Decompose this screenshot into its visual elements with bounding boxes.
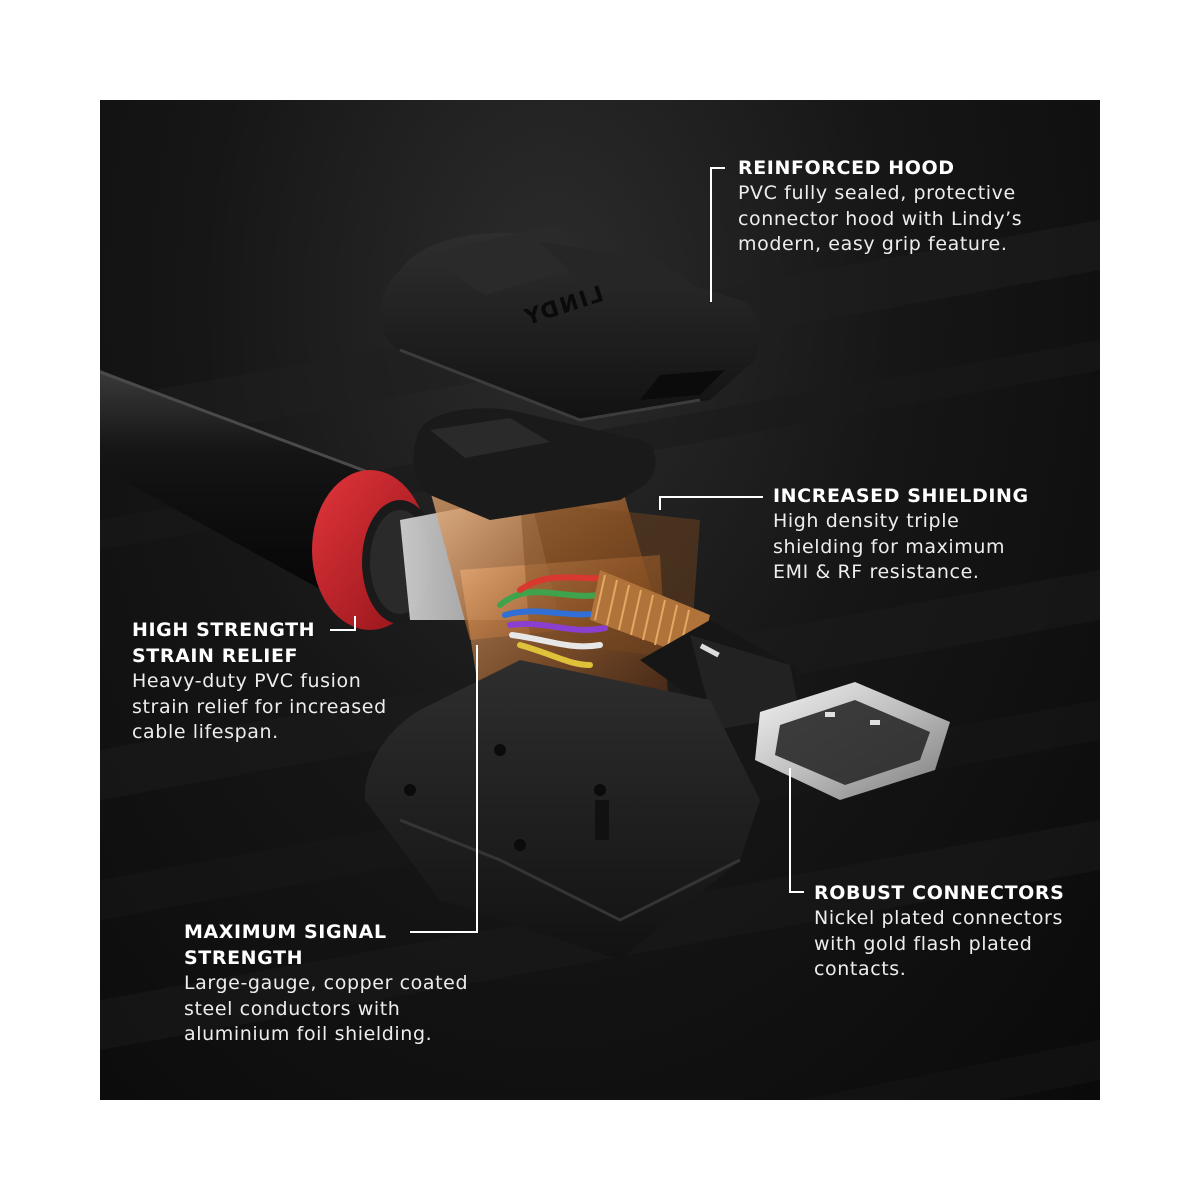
callout-title: REINFORCED HOOD: [738, 157, 955, 179]
callout-reinforced-hood: REINFORCED HOOD PVC fully sealed, protec…: [738, 155, 1078, 258]
callout-robust-connectors: ROBUST CONNECTORS Nickel plated connecto…: [814, 880, 1094, 983]
callout-title: HIGH STRENGTH STRAIN RELIEF: [132, 619, 316, 667]
leader-shielding: [659, 496, 763, 510]
callout-increased-shielding: INCREASED SHIELDING High density triple …: [773, 483, 1093, 586]
callout-title: MAXIMUM SIGNAL STRENGTH: [184, 921, 387, 969]
leader-signal: [410, 645, 478, 933]
bottom-hood: [364, 660, 760, 960]
conductors: [497, 574, 608, 668]
callout-strain-relief: HIGH STRENGTH STRAIN RELIEF Heavy-duty P…: [132, 617, 432, 746]
callout-description: Large-gauge, copper coated steel conduct…: [184, 972, 469, 1045]
callout-signal-strength: MAXIMUM SIGNAL STRENGTH Large-gauge, cop…: [184, 919, 524, 1048]
exploded-hdmi-cable-illustration: LINDY: [100, 167, 1100, 1100]
cable-body: [100, 370, 370, 600]
leader-lines: [330, 167, 804, 933]
reinforced-hood: LINDY: [379, 225, 760, 422]
inner-connector-body: [640, 620, 800, 730]
callout-description: PVC fully sealed, protective connector h…: [738, 182, 1023, 255]
callout-title: INCREASED SHIELDING: [773, 485, 1029, 507]
callout-description: Nickel plated connectors with gold flash…: [814, 907, 1063, 980]
leader-strain: [330, 616, 356, 631]
hdmi-plug: [755, 682, 950, 800]
callout-description: High density triple shielding for maximu…: [773, 510, 1006, 583]
upper-inner-clip: [413, 408, 656, 520]
callout-title: ROBUST CONNECTORS: [814, 882, 1065, 904]
product-feature-panel: LINDY: [100, 100, 1100, 1100]
leader-hood: [710, 167, 725, 302]
leader-robust: [789, 768, 804, 893]
callout-description: Heavy-duty PVC fusion strain relief for …: [132, 670, 387, 743]
